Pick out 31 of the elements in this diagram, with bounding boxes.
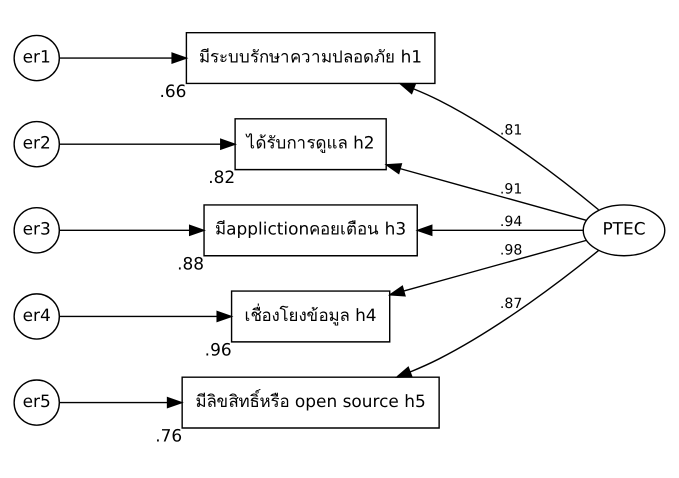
node-circle: er4 — [13, 292, 60, 340]
node-ellipse: PTEC — [582, 204, 666, 256]
node-label: .66 — [160, 80, 186, 101]
arrow — [416, 224, 584, 236]
node-circle: er5 — [13, 378, 60, 426]
arrow — [59, 138, 238, 150]
node-circle: er2 — [13, 120, 60, 167]
arrow — [59, 310, 234, 322]
node-box: เชื่องโยงข้อมูล h4 — [230, 290, 390, 342]
node-label: .76 — [155, 425, 182, 446]
edge-label: .98 — [500, 242, 522, 258]
arrow — [388, 239, 587, 296]
arrow — [384, 162, 587, 220]
node-circle: er1 — [13, 34, 60, 81]
arrow — [59, 396, 184, 408]
arrow — [59, 52, 188, 64]
edge-label: .91 — [500, 181, 522, 198]
node-label: .96 — [204, 338, 232, 359]
arrow — [398, 82, 600, 210]
arrow — [59, 224, 206, 236]
node-label: .88 — [177, 252, 204, 273]
node-label: .82 — [208, 166, 236, 187]
edge-label: .94 — [500, 214, 522, 230]
node-box: มีลิขสิทธิ์หรือ open source h5 — [181, 376, 440, 428]
edge-label: .87 — [500, 295, 522, 312]
edge-label: .81 — [500, 122, 522, 138]
node-box: มีapplictionคอยเตือน h3 — [203, 204, 418, 256]
node-circle: er3 — [13, 206, 60, 254]
node-box: ได้รับการดูแล h2 — [234, 118, 387, 170]
node-box: มีระบบรักษาความปลอดภัย h1 — [186, 31, 436, 84]
arrow — [394, 250, 599, 378]
